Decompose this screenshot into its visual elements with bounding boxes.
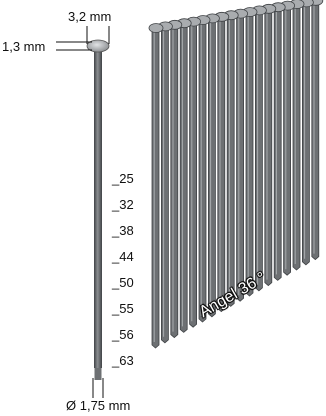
strip-nail (198, 19, 207, 323)
nail-tip (94, 368, 102, 380)
head-thickness-label: 1,3 mm (2, 39, 46, 54)
length-mark: 50 (112, 276, 133, 289)
strip-nail-head (148, 23, 164, 33)
nail-shank (94, 50, 102, 368)
strip-nail (236, 13, 245, 302)
strip-nail (264, 8, 273, 287)
length-mark: 55 (112, 302, 133, 315)
strip-nail (170, 24, 179, 339)
strip-nail (160, 25, 169, 344)
nail-head (86, 39, 110, 53)
strip-nail (254, 9, 263, 292)
strip-nail (283, 5, 292, 276)
strip-nail (207, 17, 216, 318)
length-mark: 56 (112, 328, 133, 341)
dimension-lines (56, 26, 110, 398)
length-mark: 63 (112, 354, 133, 367)
shank-diameter-label: Ø 1,75 mm (66, 398, 131, 413)
strip-nail (311, 0, 320, 261)
strip-nail (245, 11, 254, 297)
length-mark: 25 (112, 172, 133, 185)
length-mark: 38 (112, 224, 133, 237)
strip-nail (292, 3, 301, 271)
length-mark: 32 (112, 198, 133, 211)
strip-nail (273, 6, 282, 281)
strip-nail (151, 27, 160, 349)
strip-nail (217, 16, 226, 313)
strip-nail (301, 2, 310, 266)
length-mark: 44 (112, 250, 133, 263)
strip-nail (179, 22, 188, 333)
strip-nail (189, 21, 198, 328)
strip-nail (226, 14, 235, 307)
head-diameter-label: 3,2 mm (68, 9, 112, 24)
single-nail (86, 39, 110, 380)
